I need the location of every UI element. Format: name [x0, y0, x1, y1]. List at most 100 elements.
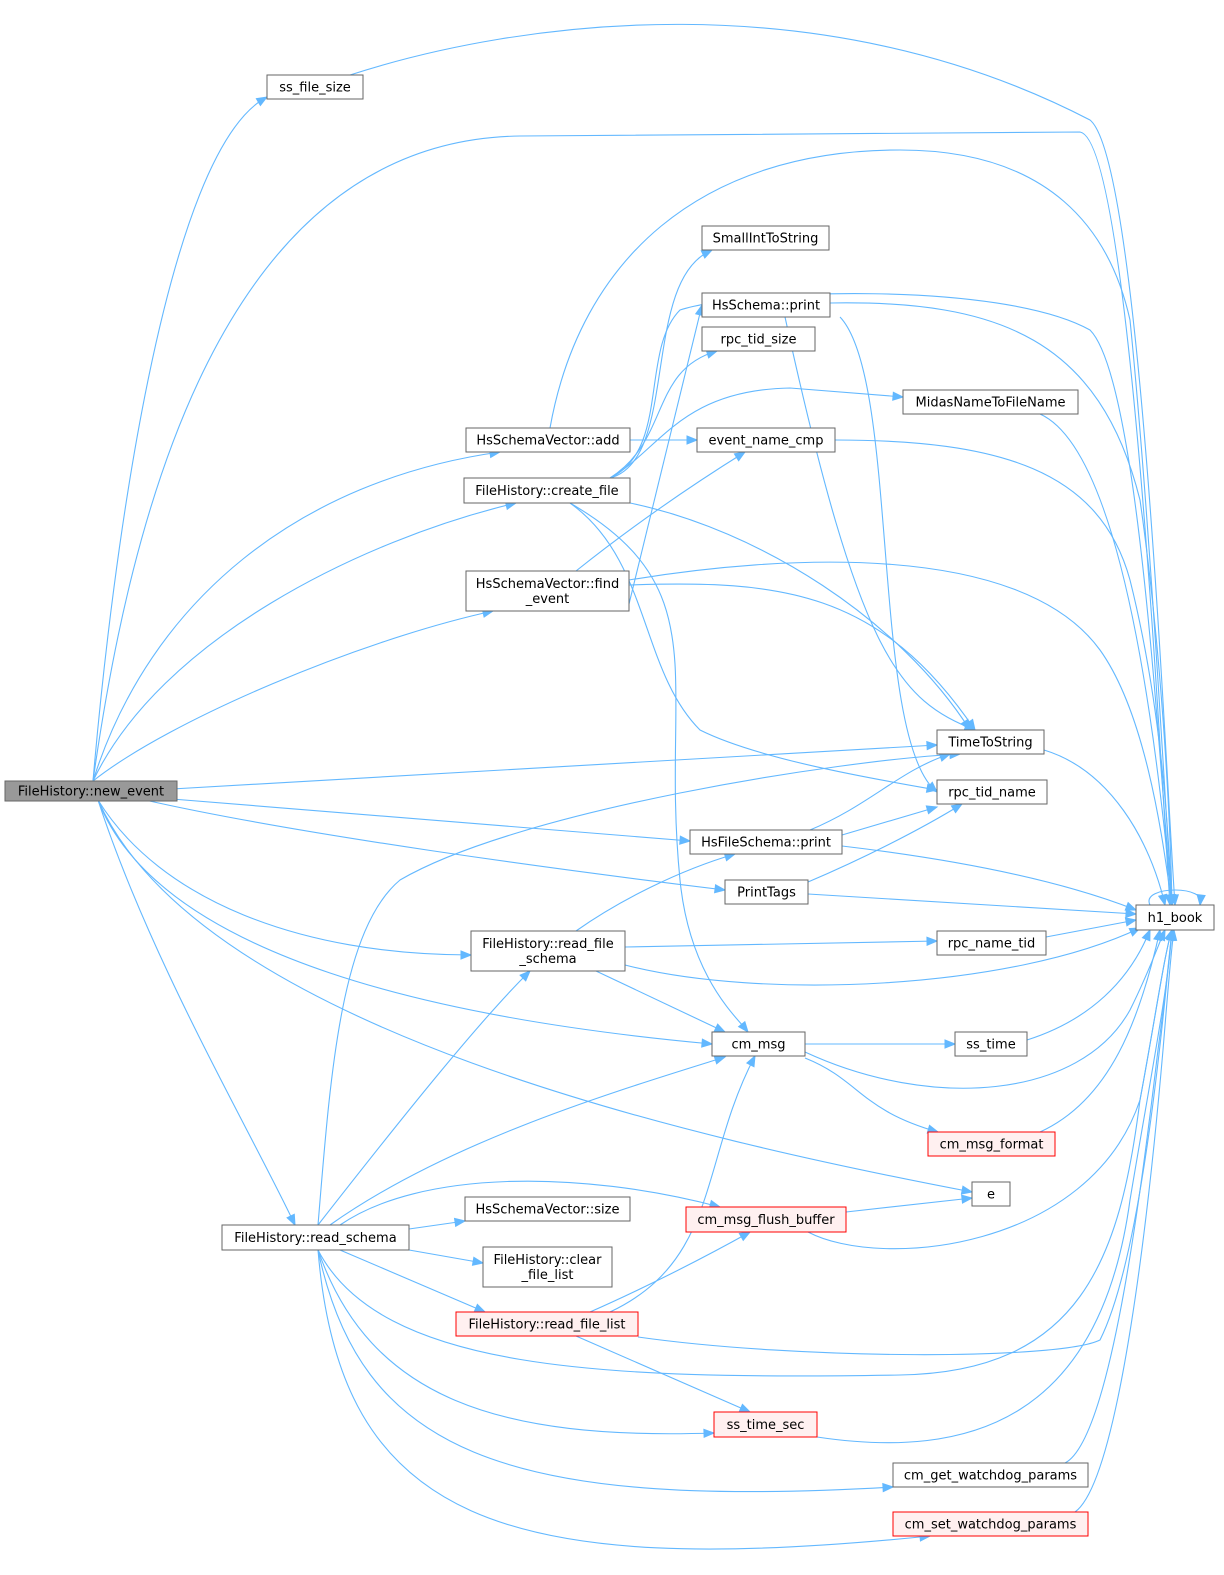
node-label: cm_msg_flush_buffer — [697, 1213, 835, 1228]
node-label: cm_set_watchdog_params — [905, 1518, 1077, 1533]
node-read-schema[interactable]: FileHistory::read_schema — [221, 1224, 410, 1251]
node-schemavector-add[interactable]: HsSchemaVector::add — [465, 427, 631, 453]
edge-h1_book-to-h1_book — [1148, 889, 1206, 907]
node-label: TimeToString — [947, 736, 1032, 751]
node-rpc-name-tid[interactable]: rpc_name_tid — [936, 930, 1047, 956]
arrowhead — [286, 1213, 296, 1227]
node-label: _file_list — [521, 1268, 574, 1283]
node-ss-time[interactable]: ss_time — [954, 1031, 1028, 1057]
arrowhead — [892, 391, 905, 401]
edge-new_event-to-time_to_string — [171, 740, 939, 790]
arrowhead — [1167, 928, 1178, 942]
node-rpc-tid-name[interactable]: rpc_tid_name — [936, 779, 1048, 805]
node-label: MidasNameToFileName — [916, 396, 1066, 411]
arrowhead — [1153, 928, 1163, 942]
node-label: HsFileSchema::print — [701, 836, 831, 851]
edge-read_schema-to-cm_get_watchdog_params — [317, 1249, 895, 1493]
node-cm-msg-flush-buffer[interactable]: cm_msg_flush_buffer — [685, 1206, 847, 1233]
node-small-int-to-string[interactable]: SmallIntToString — [701, 225, 830, 251]
edge-cm_msg_format-to-h1_book — [1039, 928, 1163, 1133]
node-clear-file-list[interactable]: FileHistory::clear_file_list — [482, 1246, 613, 1288]
arrowhead — [701, 1038, 714, 1048]
node-label: ss_time — [966, 1038, 1015, 1053]
node-label: event_name_cmp — [709, 434, 824, 449]
node-label: PrintTags — [737, 886, 796, 901]
arrowhead — [733, 451, 747, 462]
edge-ss_time-to-h1_book — [1026, 928, 1151, 1041]
arrowhead — [950, 803, 964, 814]
edge-new_event-to-read_file_schema — [97, 799, 473, 960]
edge-print_tags-to-h1_book — [807, 893, 1138, 919]
arrowhead — [1124, 901, 1138, 911]
edge-hsschema_print-to-time_to_string — [784, 316, 977, 731]
node-event-name-cmp[interactable]: event_name_cmp — [696, 427, 836, 453]
node-label: HsSchemaVector::add — [476, 434, 619, 449]
node-label: cm_msg — [732, 1038, 786, 1053]
node-print-tags[interactable]: PrintTags — [724, 879, 809, 905]
node-label: FileHistory::read_file — [482, 937, 613, 952]
edge-rpc_name_tid-to-h1_book — [1045, 917, 1138, 938]
edge-cm_get_watchdog_params-to-h1_book — [1064, 928, 1176, 1464]
node-rpc-tid-size[interactable]: rpc_tid_size — [701, 326, 816, 352]
node-create-file[interactable]: FileHistory::create_file — [463, 477, 631, 504]
arrowhead — [745, 1054, 756, 1068]
node-label: ss_file_size — [279, 81, 351, 96]
arrowhead — [926, 781, 938, 793]
node-ss-file-size[interactable]: ss_file_size — [266, 74, 364, 100]
edge-cm_set_watchdog_params-to-h1_book — [1074, 928, 1178, 1513]
node-e[interactable]: e — [971, 1181, 1011, 1207]
node-read-file-schema[interactable]: FileHistory::read_file_schema — [470, 930, 626, 972]
edge-read_schema-to-cm_set_watchdog_params — [317, 1249, 932, 1550]
node-cm-msg-format[interactable]: cm_msg_format — [927, 1131, 1056, 1157]
node-midas-name-to-file-name[interactable]: MidasNameToFileName — [902, 389, 1079, 415]
node-h1-book[interactable]: h1_book — [1135, 904, 1215, 931]
edge-find_event-to-time_to_string — [628, 583, 976, 732]
node-label: h1_book — [1148, 911, 1203, 926]
edge-new_event-to-hsfileschema_print — [171, 798, 692, 845]
node-schemavector-size[interactable]: HsSchemaVector::size — [464, 1196, 631, 1222]
node-label: FileHistory::clear — [494, 1253, 603, 1268]
edge-create_file-to-midas_name_to_file_name — [609, 387, 905, 479]
node-label: FileHistory::create_file — [475, 484, 618, 499]
node-cm-get-watchdog-params[interactable]: cm_get_watchdog_params — [892, 1462, 1089, 1488]
arrowhead — [1141, 928, 1151, 942]
arrowhead — [1167, 894, 1177, 907]
arrowhead — [679, 835, 692, 845]
edge-hsfileschema_print-to-h1_book — [841, 845, 1138, 911]
node-hsschema-print[interactable]: HsSchema::print — [701, 292, 831, 318]
edge-read_schema-to-cm_msg — [329, 1055, 727, 1226]
node-label: HsSchemaVector::find — [476, 577, 619, 592]
arrowhead — [471, 1256, 485, 1266]
edge-read_schema-to-clear_file_list — [408, 1249, 485, 1266]
arrowhead — [255, 96, 269, 107]
edge-read_schema-to-time_to_string — [317, 749, 962, 1226]
edge-read_schema-to-read_file_schema — [317, 970, 531, 1226]
node-find-event[interactable]: HsSchemaVector::find_event — [465, 570, 630, 612]
node-cm-set-watchdog-params[interactable]: cm_set_watchdog_params — [892, 1511, 1089, 1537]
edge-read_file_list-to-cm_msg — [609, 1054, 756, 1313]
node-time-to-string[interactable]: TimeToString — [936, 729, 1045, 755]
edge-hsfileschema_print-to-rpc_tid_name — [841, 805, 939, 836]
node-label: _event — [525, 592, 570, 607]
arrowhead — [686, 435, 699, 445]
node-label: _schema — [518, 952, 576, 967]
node-ss-time-sec[interactable]: ss_time_sec — [713, 1411, 818, 1438]
edge-hsschema_print-to-rpc_tid_name — [839, 316, 938, 793]
edge-new_event-to-create_file — [92, 500, 518, 782]
node-new-event[interactable]: FileHistory::new_event — [4, 780, 178, 802]
node-read-file-list[interactable]: FileHistory::read_file_list — [455, 1311, 639, 1337]
edge-read_schema-to-schemavector_size — [408, 1217, 467, 1230]
edge-time_to_string-to-h1_book — [1043, 749, 1168, 907]
node-hsfileschema-print[interactable]: HsFileSchema::print — [689, 829, 843, 855]
edge-read_file_schema-to-cm_msg — [595, 970, 727, 1033]
edge-create_file-to-h1_book — [609, 293, 1176, 907]
node-label: ss_time_sec — [727, 1418, 805, 1433]
edge-print_tags-to-rpc_tid_name — [807, 803, 964, 883]
edge-create_file-to-small_int_to_string — [609, 249, 714, 479]
arrowhead — [460, 950, 473, 960]
node-cm-msg[interactable]: cm_msg — [711, 1031, 806, 1057]
arrowhead — [519, 970, 531, 982]
edge-ss_file_size-to-h1_book — [349, 23, 1180, 907]
node-label: rpc_tid_size — [721, 333, 797, 348]
